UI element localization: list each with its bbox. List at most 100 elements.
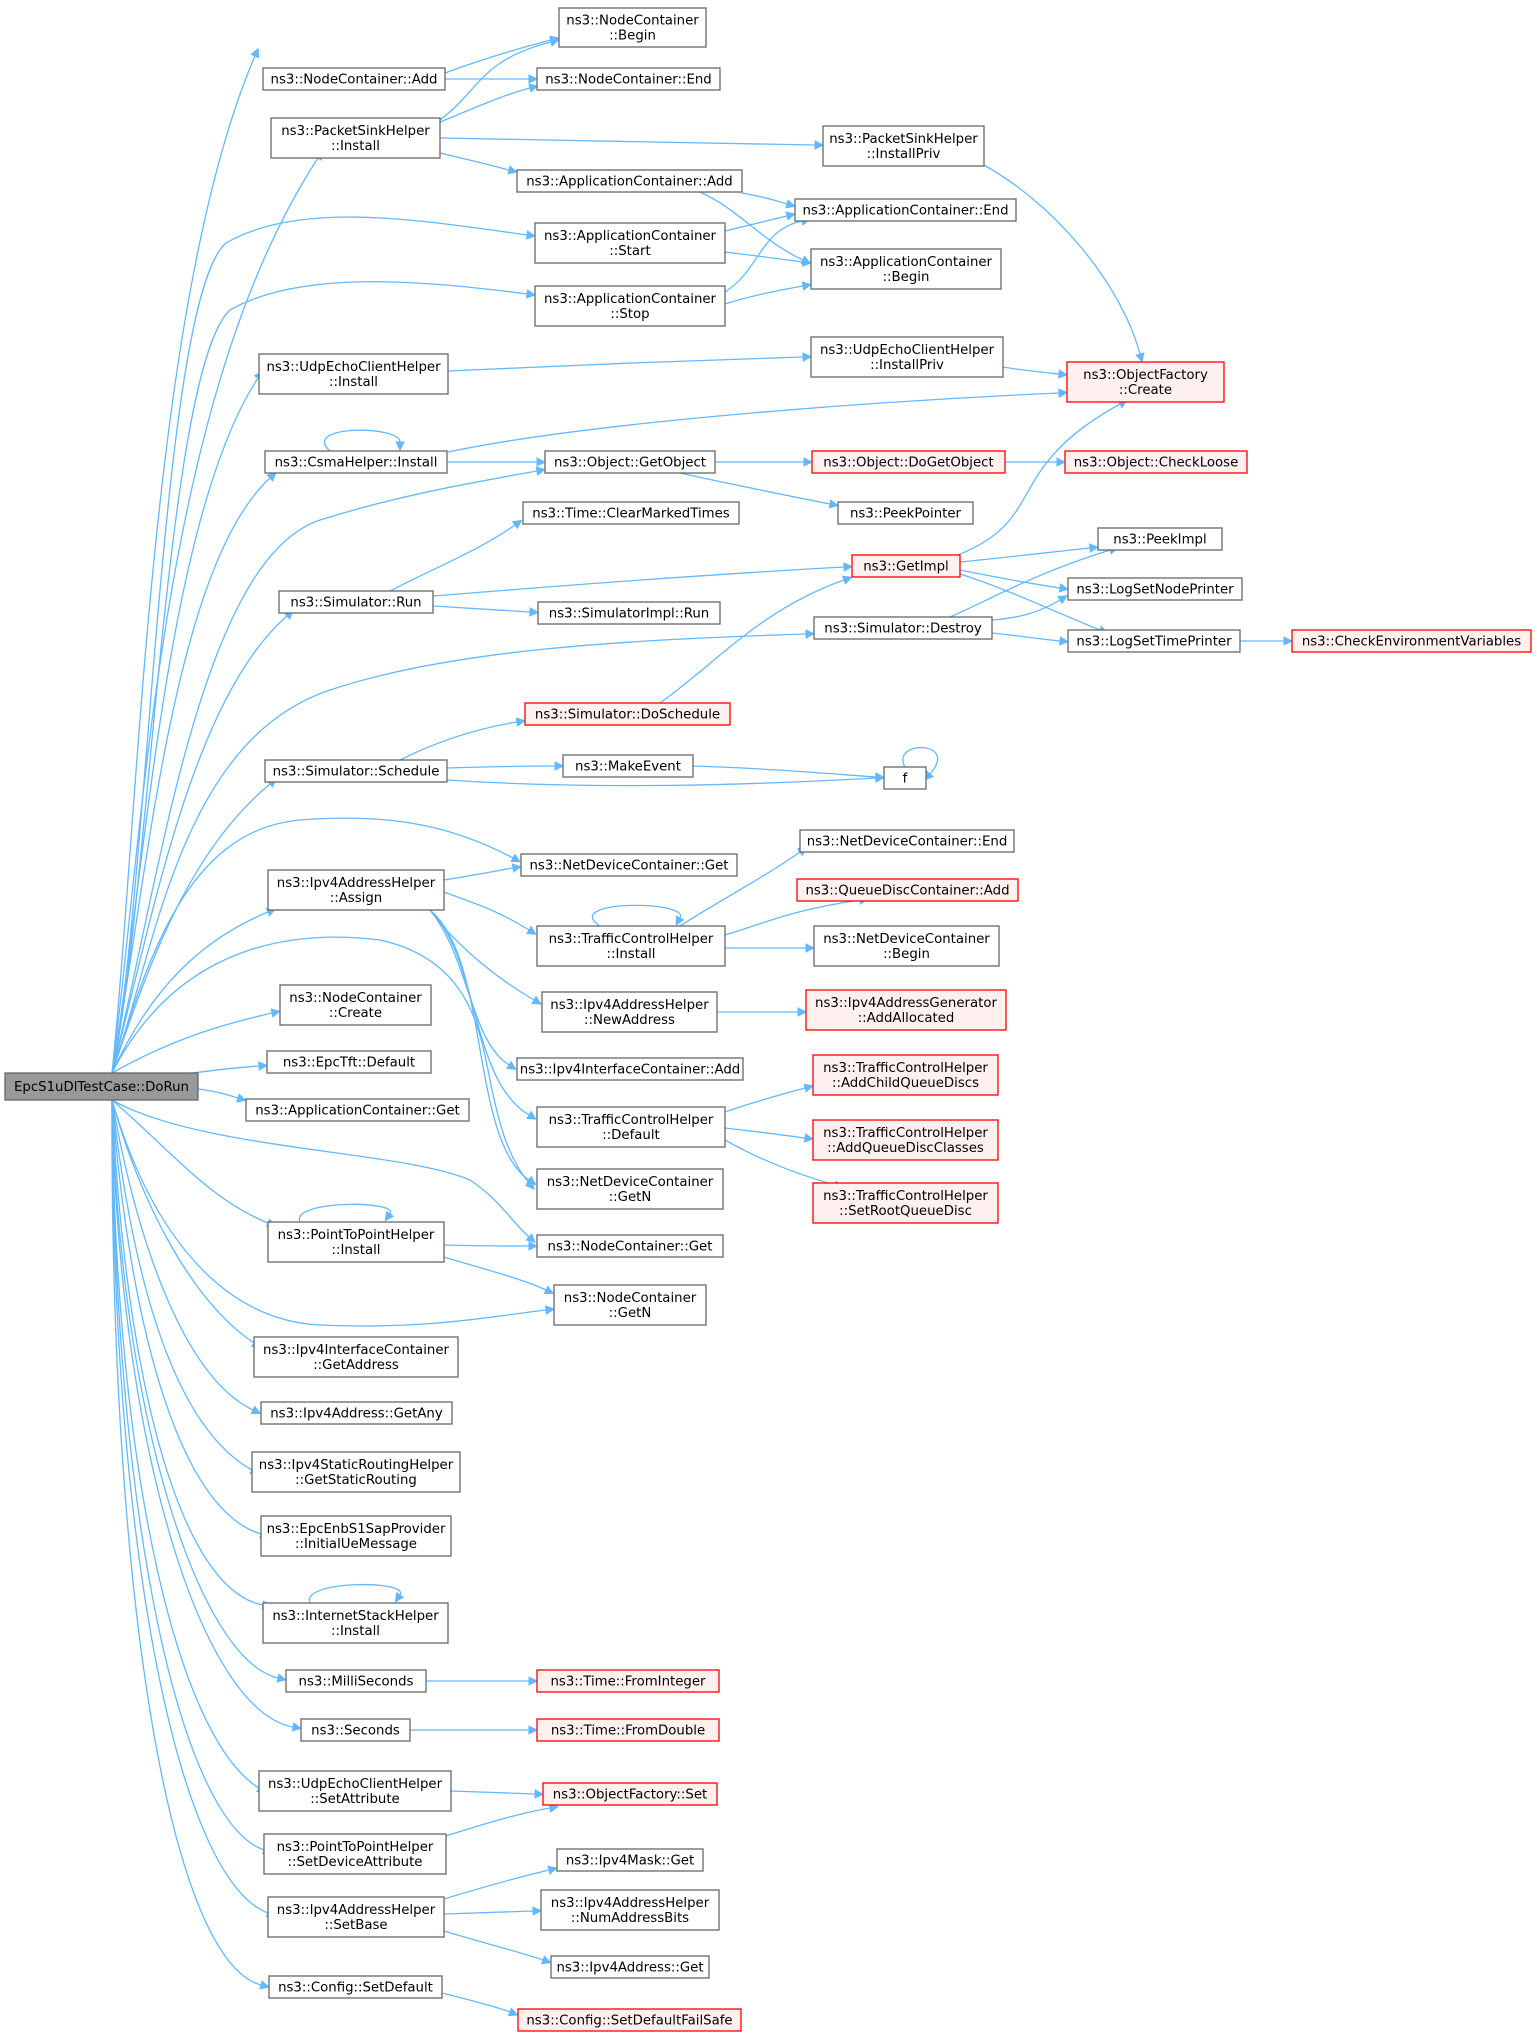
node-box[interactable] (1097, 527, 1223, 551)
node-sim-run[interactable]: ns3::Simulator::Run (278, 590, 434, 614)
node-psh-install[interactable]: ns3::PacketSinkHelper::Install (270, 117, 441, 159)
node-box[interactable] (812, 1182, 999, 1224)
node-box[interactable] (520, 853, 738, 877)
node-box[interactable] (537, 601, 721, 625)
node-box[interactable] (1067, 629, 1241, 653)
node-box[interactable] (536, 1718, 720, 1742)
node-ndc-getn[interactable]: ns3::NetDeviceContainer::GetN (536, 1168, 724, 1210)
node-box[interactable] (536, 67, 721, 91)
node-box[interactable] (810, 248, 1002, 290)
node-box[interactable] (813, 925, 1000, 967)
node-ac-begin[interactable]: ns3::ApplicationContainer::Begin (810, 248, 1002, 290)
node-box[interactable] (562, 754, 694, 778)
node-of-set[interactable]: ns3::ObjectFactory::Set (542, 1782, 718, 1806)
node-box[interactable] (536, 1234, 724, 1258)
node-ndc-begin[interactable]: ns3::NetDeviceContainer::Begin (813, 925, 1000, 967)
node-ipv4ah-newaddr[interactable]: ns3::Ipv4AddressHelper::NewAddress (541, 991, 718, 1033)
node-box[interactable] (813, 616, 993, 640)
node-box[interactable] (794, 198, 1017, 222)
node-box[interactable] (811, 450, 1006, 474)
node-of-create[interactable]: ns3::ObjectFactory::Create (1066, 361, 1225, 403)
node-tch-addclasses[interactable]: ns3::TrafficControlHelper::AddQueueDiscC… (812, 1119, 999, 1161)
node-ipv4srh-get[interactable]: ns3::Ipv4StaticRoutingHelper::GetStaticR… (251, 1451, 461, 1493)
node-box[interactable] (253, 1336, 459, 1378)
node-tch-install[interactable]: ns3::TrafficControlHelper::Install (536, 925, 726, 967)
node-box[interactable] (264, 450, 448, 474)
node-tch-setroot[interactable]: ns3::TrafficControlHelper::SetRootQueueD… (812, 1182, 999, 1224)
node-checkenv[interactable]: ns3::CheckEnvironmentVariables (1291, 629, 1532, 653)
node-tch-addchild[interactable]: ns3::TrafficControlHelper::AddChildQueue… (812, 1054, 999, 1096)
node-epctft-default[interactable]: ns3::EpcTft::Default (266, 1050, 432, 1074)
node-cfg-setdefault[interactable]: ns3::Config::SetDefault (268, 1975, 443, 1999)
node-obj-checkloose[interactable]: ns3::Object::CheckLoose (1064, 450, 1248, 474)
node-box[interactable] (550, 1955, 710, 1979)
node-ipv4ic-getaddr[interactable]: ns3::Ipv4InterfaceContainer::GetAddress (253, 1336, 459, 1378)
node-box[interactable] (812, 1054, 999, 1096)
node-box[interactable] (1066, 361, 1225, 403)
node-ipv4ah-setbase[interactable]: ns3::Ipv4AddressHelper::SetBase (267, 1896, 445, 1938)
node-root[interactable]: EpcS1uDlTestCase::DoRun (4, 1072, 199, 1101)
node-ipv4ag-addalloc[interactable]: ns3::Ipv4AddressGenerator::AddAllocated (805, 989, 1007, 1031)
node-box[interactable] (540, 1889, 720, 1931)
node-box[interactable] (534, 285, 726, 327)
node-box[interactable] (810, 336, 1004, 378)
node-sim-doschedule[interactable]: ns3::Simulator::DoSchedule (524, 702, 731, 726)
node-box[interactable] (245, 1098, 470, 1122)
node-peekimpl[interactable]: ns3::PeekImpl (1097, 527, 1223, 551)
node-epcenb-initial[interactable]: ns3::EpcEnbS1SapProvider::InitialUeMessa… (260, 1515, 452, 1557)
node-ipv4ah-numbits[interactable]: ns3::Ipv4AddressHelper::NumAddressBits (540, 1889, 720, 1931)
node-box[interactable] (260, 1515, 452, 1557)
node-ac-end[interactable]: ns3::ApplicationContainer::End (794, 198, 1017, 222)
node-box[interactable] (1067, 577, 1243, 601)
node-qdc-add[interactable]: ns3::QueueDiscContainer::Add (796, 878, 1019, 902)
node-ipv4ah-assign[interactable]: ns3::Ipv4AddressHelper::Assign (267, 869, 445, 911)
node-box[interactable] (268, 1975, 443, 1999)
node-box[interactable] (553, 1284, 707, 1326)
node-ipv4mask-get[interactable]: ns3::Ipv4Mask::Get (556, 1848, 704, 1872)
node-seconds[interactable]: ns3::Seconds (300, 1718, 411, 1742)
node-time-frominteger[interactable]: ns3::Time::FromInteger (536, 1669, 720, 1693)
node-box[interactable] (258, 353, 449, 395)
node-nc-get[interactable]: ns3::NodeContainer::Get (536, 1234, 724, 1258)
node-box[interactable] (278, 590, 434, 614)
node-box[interactable] (300, 1718, 411, 1742)
node-logsetnode[interactable]: ns3::LogSetNodePrinter (1067, 577, 1243, 601)
node-box[interactable] (270, 117, 441, 159)
node-box[interactable] (536, 1168, 724, 1210)
node-obj-getobject[interactable]: ns3::Object::GetObject (544, 450, 716, 474)
node-makeevent[interactable]: ns3::MakeEvent (562, 754, 694, 778)
node-sim-schedule[interactable]: ns3::Simulator::Schedule (264, 759, 448, 783)
node-box[interactable] (524, 702, 731, 726)
node-uech-install[interactable]: ns3::UdpEchoClientHelper::Install (258, 353, 449, 395)
node-box[interactable] (517, 2008, 742, 2032)
node-csma-install[interactable]: ns3::CsmaHelper::Install (264, 450, 448, 474)
node-nc-end[interactable]: ns3::NodeContainer::End (536, 67, 721, 91)
node-box[interactable] (1064, 450, 1248, 474)
node-uech-setattr[interactable]: ns3::UdpEchoClientHelper::SetAttribute (258, 1770, 452, 1812)
node-box[interactable] (267, 869, 445, 911)
node-getimpl[interactable]: ns3::GetImpl (851, 554, 961, 578)
node-box[interactable] (266, 1050, 432, 1074)
node-p2p-setdevattr[interactable]: ns3::PointToPointHelper::SetDeviceAttrib… (263, 1833, 447, 1875)
node-simimpl-run[interactable]: ns3::SimulatorImpl::Run (537, 601, 721, 625)
node-box[interactable] (851, 554, 961, 578)
node-box[interactable] (1291, 629, 1532, 653)
node-box[interactable] (837, 501, 974, 525)
node-f[interactable]: f (883, 766, 927, 790)
node-box[interactable] (822, 125, 985, 167)
node-box[interactable] (556, 1848, 704, 1872)
node-nc-create[interactable]: ns3::NodeContainer::Create (279, 984, 432, 1026)
node-obj-dogetobject[interactable]: ns3::Object::DoGetObject (811, 450, 1006, 474)
node-box[interactable] (260, 1401, 453, 1425)
node-time-clearmarked[interactable]: ns3::Time::ClearMarkedTimes (522, 501, 740, 525)
node-nc-add[interactable]: ns3::NodeContainer::Add (262, 67, 446, 91)
node-ish-install[interactable]: ns3::InternetStackHelper::Install (262, 1602, 449, 1644)
node-box[interactable] (267, 1221, 445, 1263)
node-box[interactable] (544, 450, 716, 474)
node-box[interactable] (262, 1602, 449, 1644)
node-psh-installpriv[interactable]: ns3::PacketSinkHelper::InstallPriv (822, 125, 985, 167)
node-box[interactable] (516, 1057, 744, 1081)
node-box[interactable] (812, 1119, 999, 1161)
node-sim-destroy[interactable]: ns3::Simulator::Destroy (813, 616, 993, 640)
node-box[interactable] (536, 1106, 726, 1148)
